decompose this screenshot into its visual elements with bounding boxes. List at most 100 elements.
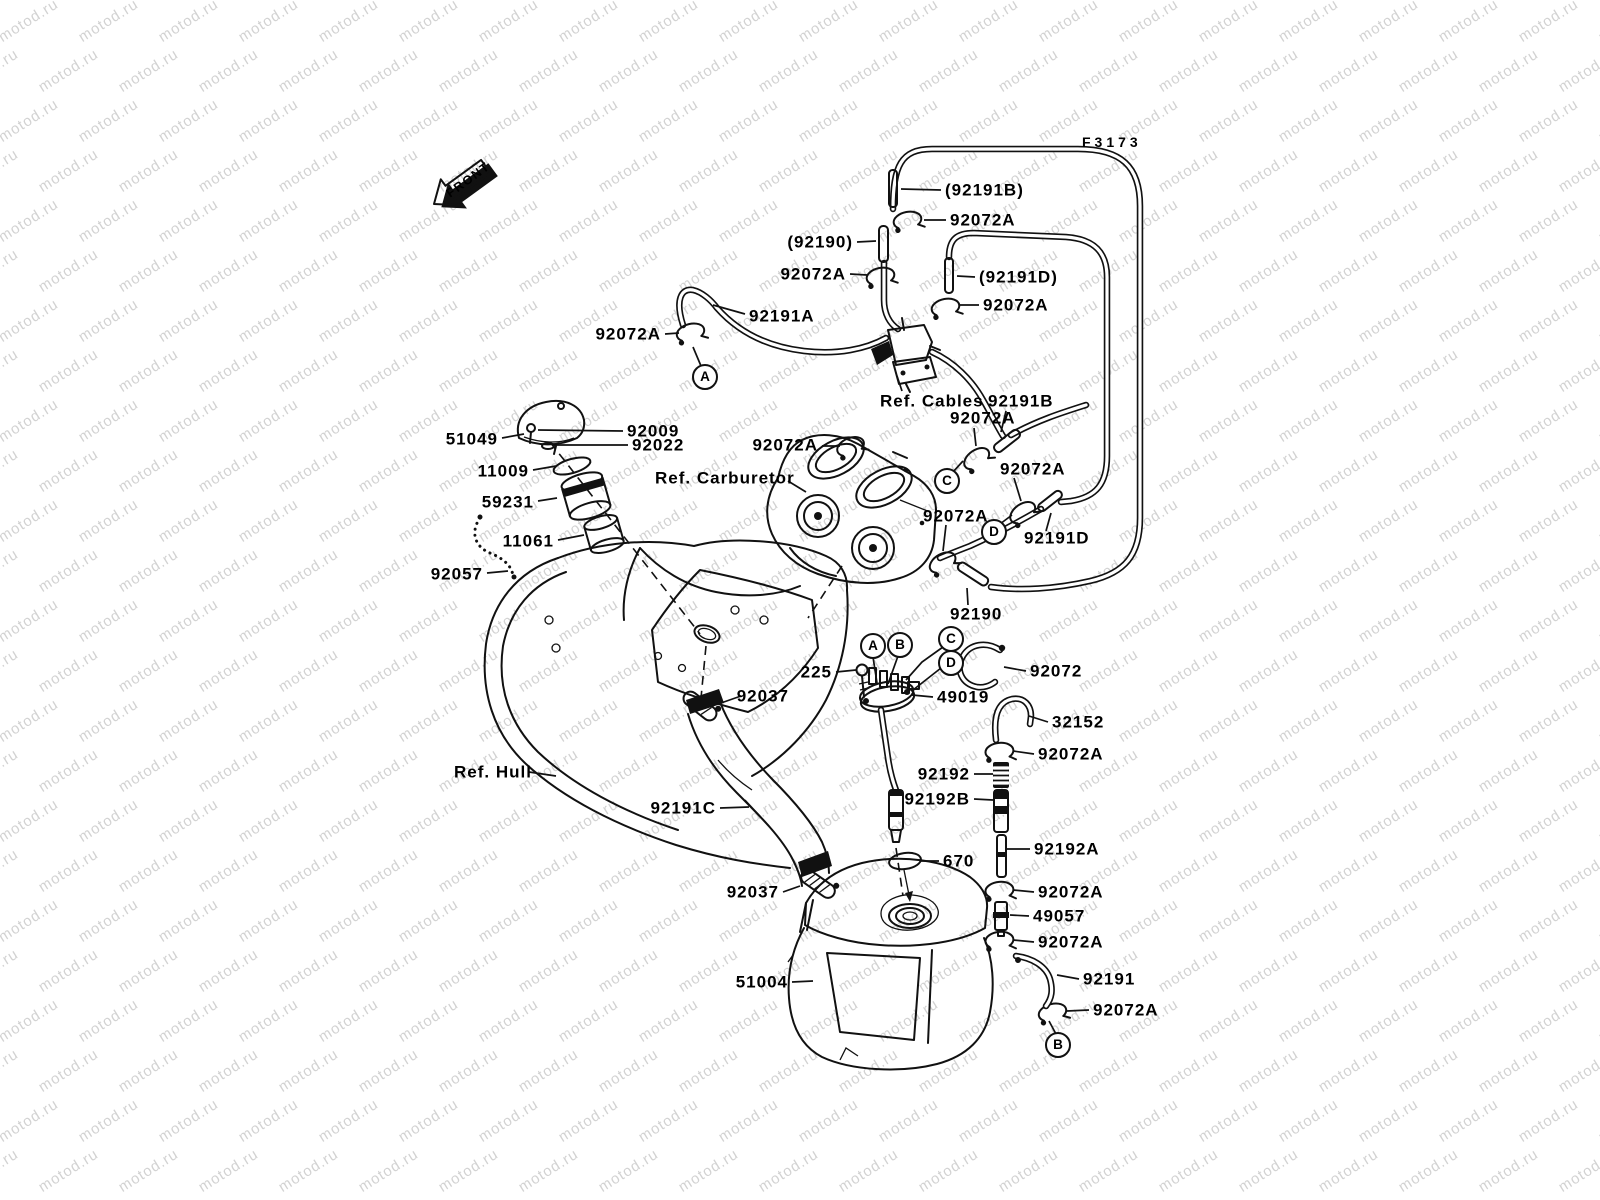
part-label: 92072A — [950, 210, 1016, 230]
leader-line — [537, 429, 624, 432]
part-label: (92191B) — [945, 180, 1024, 200]
part-label: 92072A — [1038, 744, 1104, 764]
leader-line — [557, 534, 585, 541]
part-label: 92072A — [780, 264, 846, 284]
hull — [483, 539, 849, 869]
part-label: 49019 — [937, 687, 990, 707]
leader-line — [835, 669, 857, 673]
part-label: Ref. Carburetor — [655, 468, 795, 488]
leader-line — [849, 273, 868, 276]
part-label: Ref. Hull — [454, 762, 532, 782]
leader-line — [905, 646, 944, 681]
leader-line — [1000, 410, 1007, 433]
leader-line — [1003, 666, 1027, 672]
part-label: 51004 — [735, 972, 788, 992]
leader-line — [942, 524, 947, 552]
callout-circle: B — [1045, 1032, 1071, 1058]
leader-line — [896, 375, 903, 392]
leader-line — [1066, 1009, 1090, 1012]
fuel-tank — [787, 857, 994, 1071]
leader-line — [528, 771, 557, 777]
part-label: 92192A — [1034, 839, 1100, 859]
callout-circle: C — [934, 468, 960, 494]
callout-circle: A — [860, 633, 886, 659]
part-label: 92022 — [632, 435, 685, 455]
leader-line — [1056, 974, 1080, 980]
part-label: 92072A — [983, 295, 1049, 315]
leader-line — [1013, 477, 1022, 502]
leader-line — [1009, 914, 1030, 917]
part-label: 51049 — [445, 429, 498, 449]
part-label: (92191D) — [979, 267, 1058, 287]
part-label: 92072A — [752, 435, 818, 455]
leader-line — [1045, 512, 1052, 532]
part-label: 92037 — [726, 882, 779, 902]
leader-line — [719, 806, 750, 809]
leader-line — [537, 497, 558, 502]
leader-line — [872, 656, 878, 684]
part-label: 92037 — [736, 686, 789, 706]
o-ring-670 — [888, 851, 922, 902]
callout-circle: A — [692, 364, 718, 390]
leader-line — [501, 433, 525, 439]
leader-line — [532, 465, 557, 471]
filler-cap-assembly — [473, 400, 707, 699]
callout-circle: B — [887, 632, 913, 658]
part-label: 92072A — [1038, 932, 1104, 952]
part-label: 49057 — [1033, 906, 1086, 926]
leader-line — [973, 798, 994, 801]
leader-line — [791, 980, 814, 983]
part-label: 92192B — [904, 789, 970, 809]
part-label: 92072A — [595, 324, 661, 344]
leader-line — [912, 667, 942, 691]
leader-line — [900, 188, 942, 191]
callout-circle: D — [938, 650, 964, 676]
part-label: (92190) — [787, 232, 853, 252]
part-label: 92072A — [1000, 459, 1066, 479]
part-label: 670 — [943, 851, 975, 871]
part-label: 92192 — [917, 764, 970, 784]
leader-line — [1012, 750, 1035, 755]
part-label: 92072A — [1038, 882, 1104, 902]
figure-code: F3173 — [1082, 134, 1142, 150]
leader-line — [692, 346, 702, 367]
leader-line — [720, 695, 742, 704]
part-label: 92190 — [950, 604, 1003, 624]
part-label: 92191A — [749, 306, 815, 326]
leader-line — [1012, 889, 1035, 893]
part-label: 92072 — [1030, 661, 1083, 681]
leader-line — [1048, 1020, 1057, 1035]
leader-line — [712, 304, 746, 315]
part-label: 32152 — [1052, 712, 1105, 732]
leader-line — [956, 275, 976, 278]
leader-line — [1012, 939, 1035, 943]
leader-line — [1028, 715, 1049, 723]
callout-circle: C — [938, 626, 964, 652]
fuel-fittings-column — [956, 641, 1035, 937]
part-label: Ref. Cables — [880, 391, 984, 411]
part-label: 92191B — [988, 391, 1054, 411]
leader-line — [887, 655, 899, 685]
part-label: 59231 — [481, 492, 534, 512]
part-label: 11009 — [477, 461, 529, 481]
part-label: 92191C — [650, 798, 716, 818]
leader-line — [486, 570, 509, 574]
part-label: 92009 — [627, 421, 680, 441]
callout-circle: D — [981, 519, 1007, 545]
leader-line — [856, 240, 877, 243]
fuel-sender — [855, 663, 920, 897]
part-label: 11061 — [502, 531, 554, 551]
outlet-hose — [1012, 952, 1055, 1010]
part-label: 92057 — [430, 564, 483, 584]
part-label: 225 — [800, 662, 832, 682]
part-label: 92191D — [1024, 528, 1090, 548]
leader-line — [911, 694, 934, 698]
part-label: 92072A — [923, 506, 989, 526]
leader-line — [782, 885, 801, 893]
leader-line — [973, 427, 977, 447]
part-label: 92191 — [1083, 969, 1136, 989]
fuel-cock — [871, 317, 941, 393]
